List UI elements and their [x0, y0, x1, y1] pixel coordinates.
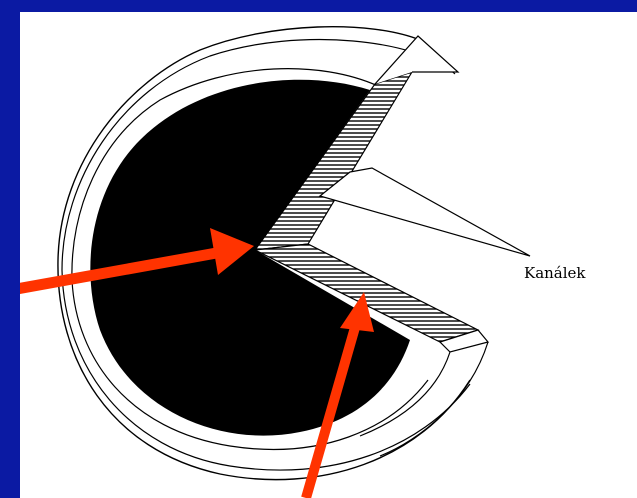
top-edge-face	[375, 36, 458, 84]
channel-label: Kanálek	[524, 264, 586, 282]
channel-wedge	[320, 168, 530, 256]
